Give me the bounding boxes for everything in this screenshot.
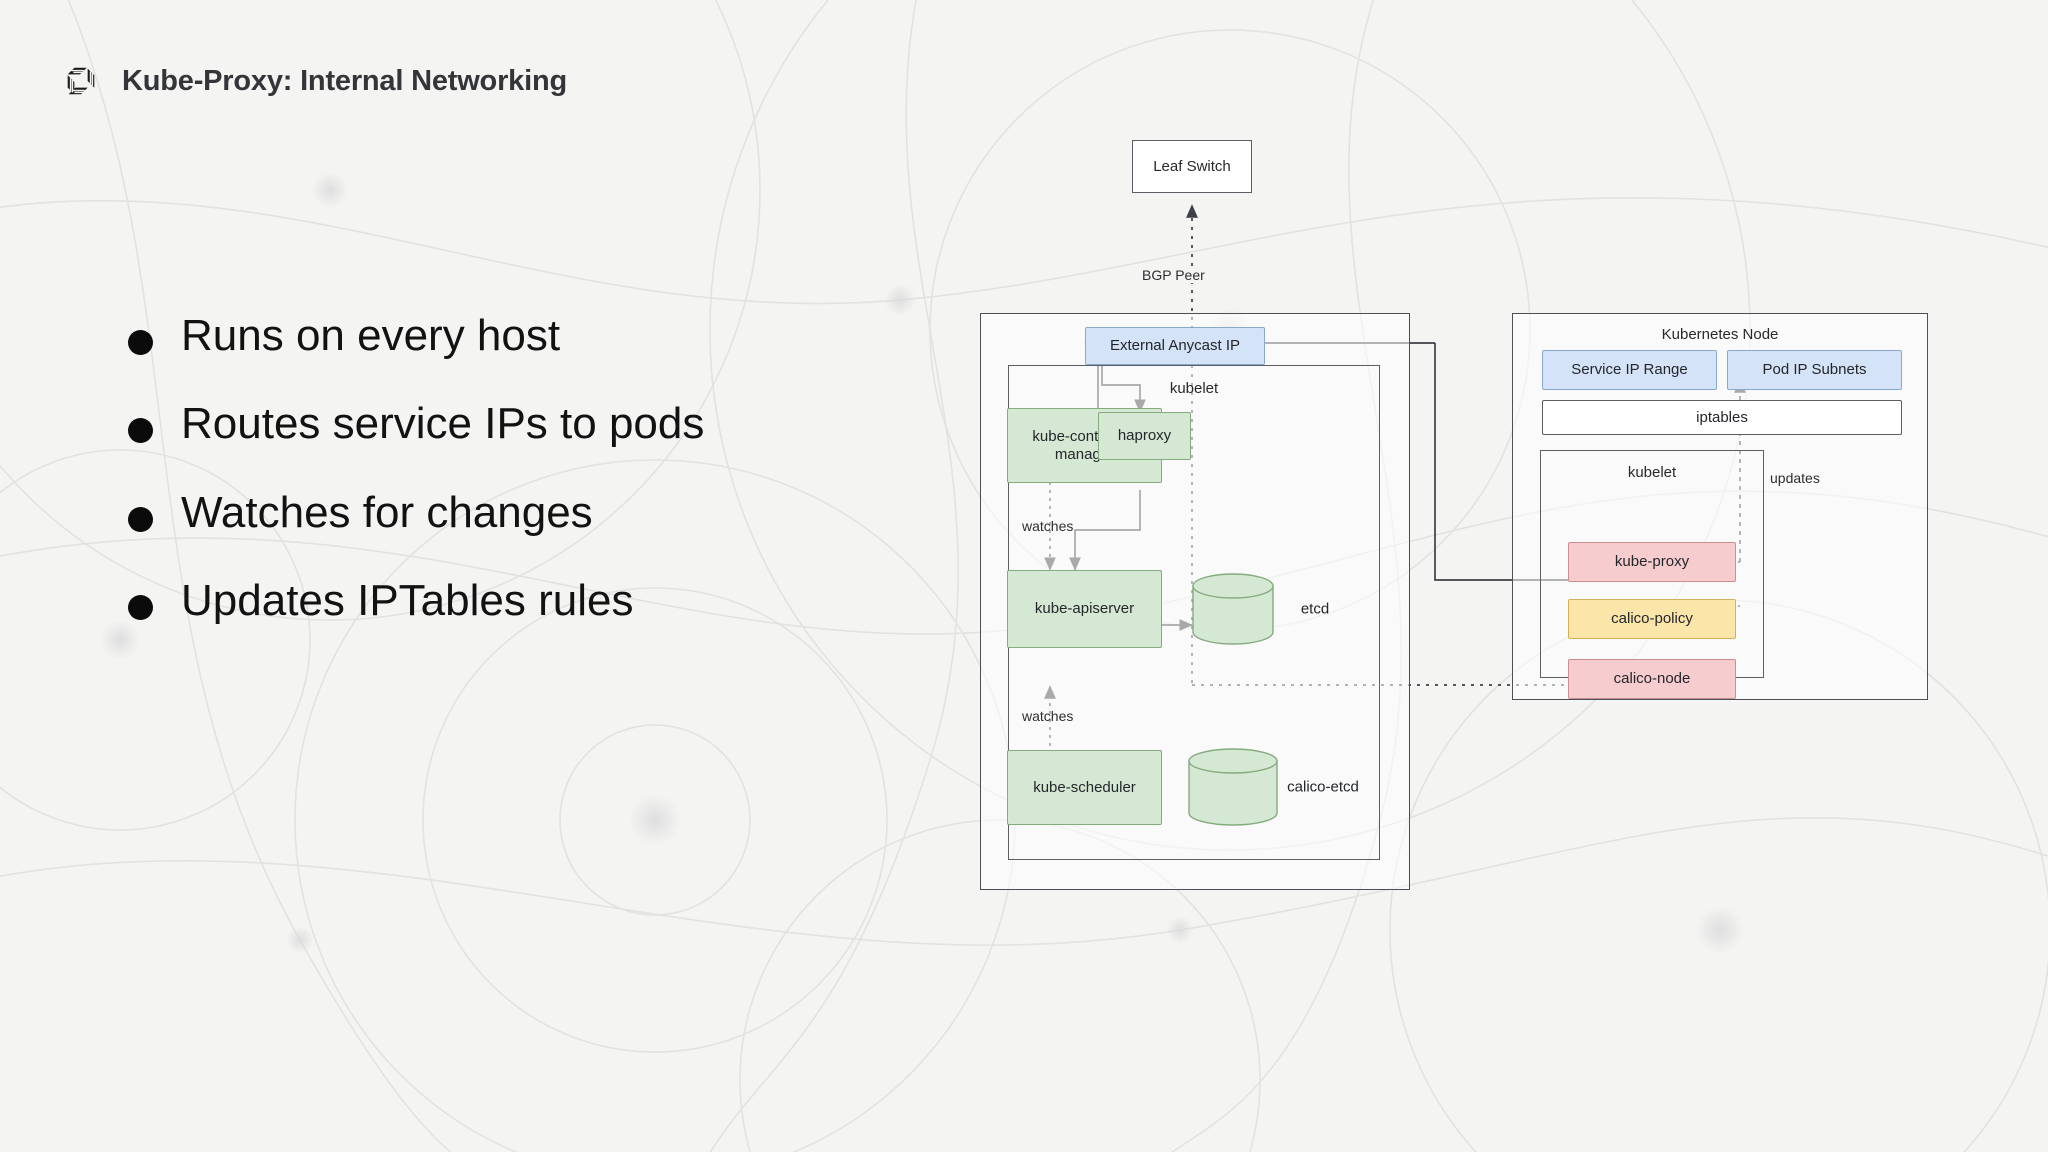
pod-ip-subnets-box: Pod IP Subnets (1727, 350, 1902, 390)
etcd-label: etcd (1300, 600, 1330, 618)
master-kubelet-label: kubelet (1169, 380, 1219, 397)
list-item: Runs on every host (128, 311, 888, 360)
leaf-switch-label: Leaf Switch (1153, 158, 1231, 175)
kubernetes-architecture-diagram: Leaf Switch BGP Peer Kubernetes Master E… (980, 130, 2020, 960)
slide-header: Kube-Proxy: Internal Networking (62, 62, 567, 100)
etcd-cylinder: etcd (1192, 573, 1329, 645)
node-kubelet-label: kubelet (1627, 464, 1677, 481)
bullet-dot-icon (128, 418, 153, 444)
bullet-text: Runs on every host (181, 311, 561, 360)
swirl-logo-icon (67, 67, 95, 95)
external-anycast-ip-box: External Anycast IP (1085, 327, 1265, 365)
service-ip-range-box: Service IP Range (1542, 350, 1717, 390)
calico-policy-box: calico-policy (1568, 599, 1736, 639)
bullet-dot-icon (128, 506, 153, 532)
list-item: Watches for changes (128, 487, 888, 537)
watches-label-top: watches (1022, 518, 1074, 534)
list-item: Updates IPTables rules (128, 576, 888, 626)
bullet-text: Updates IPTables rules (181, 576, 634, 626)
calico-node-box: calico-node (1568, 659, 1736, 699)
bullet-text: Watches for changes (181, 487, 593, 537)
kube-apiserver-box: kube-apiserver (1007, 570, 1162, 648)
kube-proxy-box: kube-proxy (1568, 542, 1736, 582)
kube-scheduler-box: kube-scheduler (1007, 750, 1162, 825)
haproxy-box: haproxy (1098, 412, 1191, 460)
updates-label: updates (1770, 470, 1820, 486)
bgp-peer-label: BGP Peer (1138, 267, 1209, 283)
leaf-switch-box: Leaf Switch (1132, 140, 1252, 193)
bullet-dot-icon (128, 595, 153, 621)
iptables-box: iptables (1542, 400, 1902, 435)
watches-label-bottom: watches (1022, 708, 1074, 724)
bullet-text: Routes service IPs to pods (181, 399, 705, 449)
kubernetes-node-title: Kubernetes Node (1661, 326, 1779, 343)
page-title: Kube-Proxy: Internal Networking (122, 64, 567, 97)
calico-etcd-cylinder: calico-etcd (1188, 748, 1359, 826)
calico-etcd-label: calico-etcd (1287, 778, 1359, 796)
list-item: Routes service IPs to pods (128, 399, 888, 449)
bullet-list: Runs on every host Routes service IPs to… (128, 311, 888, 666)
bullet-dot-icon (128, 330, 153, 355)
